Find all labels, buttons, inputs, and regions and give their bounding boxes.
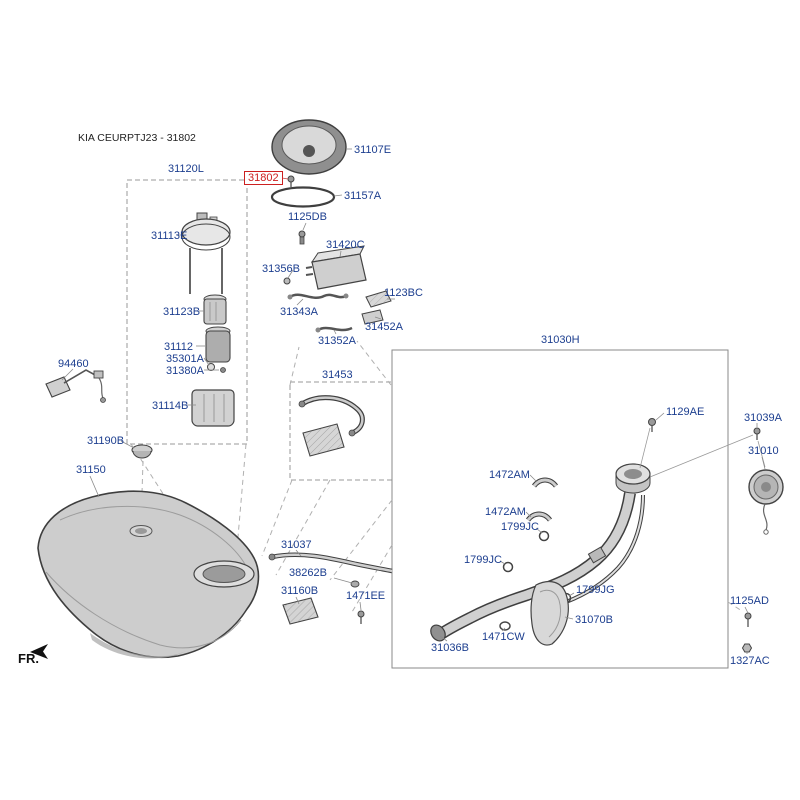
part-label-1327AC[interactable]: 1327AC — [730, 655, 770, 667]
canister — [305, 245, 367, 290]
fuel-filler-cap — [748, 469, 784, 535]
fr-label: FR. — [18, 651, 39, 666]
part-label-31150[interactable]: 31150 — [76, 464, 106, 476]
label-leader-lines — [61, 148, 766, 654]
part-label-31030H[interactable]: 31030H — [541, 334, 580, 346]
tube-31352a — [315, 326, 353, 333]
fuel-sender — [45, 369, 106, 403]
bracket-1123bc — [365, 290, 392, 308]
part-label-31037[interactable]: 31037 — [281, 539, 312, 551]
nut-1327ac — [741, 643, 753, 653]
filler-protector — [530, 581, 569, 646]
part-label-1129AE[interactable]: 1129AE — [666, 406, 705, 418]
pump-module-box — [126, 179, 248, 445]
tube-kit-parts — [298, 395, 365, 457]
screw-31802 — [287, 175, 295, 187]
part-label-1125DB[interactable]: 1125DB — [288, 211, 327, 223]
fuel-tank — [37, 490, 260, 659]
part-label-31190B[interactable]: 31190B — [87, 435, 125, 447]
bolt-1129ae — [639, 418, 656, 469]
part-label-1125AD[interactable]: 1125AD — [730, 595, 769, 607]
filler-neck-assembly — [430, 463, 651, 642]
part-label-31114B[interactable]: 31114B — [152, 400, 189, 412]
part-label-1472AM-1[interactable]: 1472AM — [489, 469, 530, 481]
part-label-31036B[interactable]: 31036B — [431, 642, 469, 654]
tube-kit-box — [289, 381, 393, 481]
part-label-31356B[interactable]: 31356B — [262, 263, 300, 275]
part-label-35301A[interactable]: 35301A — [166, 353, 204, 365]
part-label-31453[interactable]: 31453 — [322, 369, 353, 381]
part-label-1471CW[interactable]: 1471CW — [482, 631, 525, 643]
part-label-31157A[interactable]: 31157A — [344, 190, 382, 202]
part-label-31343A[interactable]: 31343A — [280, 306, 318, 318]
part-label-1471EE[interactable]: 1471EE — [346, 590, 386, 602]
part-label-31010[interactable]: 31010 — [748, 445, 779, 457]
part-label-31452A[interactable]: 31452A — [365, 321, 403, 333]
part-label-1799JG[interactable]: 1799JG — [576, 584, 615, 596]
vent-cap-31190b — [131, 444, 153, 459]
part-label-31107E[interactable]: 31107E — [354, 144, 392, 156]
part-label-31352A[interactable]: 31352A — [318, 335, 356, 347]
page-title: KIA CEURPTJ23 - 31802 — [78, 132, 196, 144]
part-label-31380A[interactable]: 31380A — [166, 365, 204, 377]
dashed-leader-lines — [130, 340, 743, 613]
clip-31356b — [283, 277, 291, 285]
part-label-1472AM-2[interactable]: 1472AM — [485, 506, 526, 518]
part-label-31123B[interactable]: 31123B — [163, 306, 201, 318]
part-label-31420C[interactable]: 31420C — [326, 239, 365, 251]
breather-tube-31037 — [268, 552, 393, 588]
part-label-31112[interactable]: 31112 — [164, 341, 193, 353]
pump-plate-cover — [271, 119, 347, 175]
part-label-31039A[interactable]: 31039A — [744, 412, 782, 424]
bolt-1125db — [298, 230, 306, 245]
part-label-1799JC-1[interactable]: 1799JC — [501, 521, 539, 533]
filler-assembly-box — [391, 349, 729, 669]
part-label-94460[interactable]: 94460 — [58, 358, 89, 370]
bolt-1471ee — [357, 610, 365, 624]
part-label-1123BC[interactable]: 1123BC — [384, 287, 423, 299]
part-label-1799JC-2[interactable]: 1799JC — [464, 554, 502, 566]
part-label-31120L[interactable]: 31120L — [168, 163, 204, 175]
part-label-31802-highlighted[interactable]: 31802 — [244, 171, 283, 185]
bolt-1125ad — [744, 612, 752, 627]
vapor-tube-31343a — [287, 293, 349, 300]
part-label-38262B[interactable]: 38262B — [289, 567, 327, 579]
bolt-31039a — [649, 427, 766, 478]
seal-ring — [270, 186, 336, 208]
part-label-31113E[interactable]: 31113E — [151, 230, 188, 242]
part-label-31160B[interactable]: 31160B — [281, 585, 319, 597]
valve-31452a — [361, 309, 384, 325]
fr-direction-arrow — [30, 644, 48, 659]
pump-module-parts — [181, 212, 235, 427]
pad-31160b — [282, 597, 319, 625]
part-label-31070B[interactable]: 31070B — [575, 614, 613, 626]
